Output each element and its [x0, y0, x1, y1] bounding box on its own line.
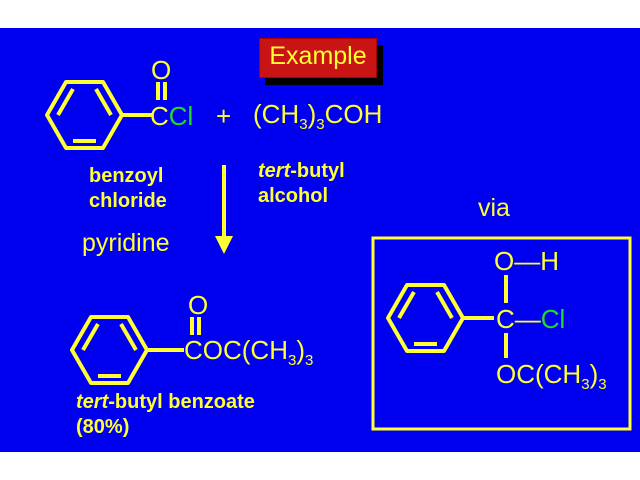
reactant-chlorine: Cl — [168, 101, 194, 131]
title-box — [259, 38, 377, 78]
reagent-label: pyridine — [82, 229, 170, 257]
benzene-ring-reactant — [45, 80, 124, 150]
intermediate-hydroxyl: O—H — [494, 246, 559, 276]
reactant2-formula: (CH3)3COH — [253, 99, 383, 133]
reactant2-name-line2: alcohol — [258, 185, 329, 207]
reactant1-name-line1: benzoyl — [89, 165, 164, 187]
benzene-ring-intermediate — [386, 283, 465, 353]
reaction-arrow-head — [215, 236, 233, 254]
reactant-carbonyl-oxygen: O — [151, 55, 172, 85]
reactant-acyl-chloride-group: CCl — [150, 103, 193, 129]
intermediate-tert-butoxy: OC(CH3)3 — [496, 359, 607, 393]
reactant1-name-line2: chloride — [89, 190, 167, 212]
reactant2-name-line1: tert-butyl — [258, 160, 345, 182]
product-name: tert-butyl benzoate — [76, 391, 255, 413]
intermediate-carbon-chlorine: C—Cl — [496, 304, 566, 334]
product-yield: (80%) — [76, 416, 130, 438]
intermediate-box — [371, 236, 632, 431]
slide-title: Example — [269, 42, 367, 70]
plus-sign: + — [216, 101, 232, 131]
product-ester-formula: COC(CH3)3 — [184, 335, 314, 369]
reactant-carbon: C — [150, 101, 169, 131]
benzene-ring-product — [70, 315, 149, 385]
product-carbonyl-oxygen: O — [188, 290, 209, 320]
via-label: via — [478, 194, 510, 222]
